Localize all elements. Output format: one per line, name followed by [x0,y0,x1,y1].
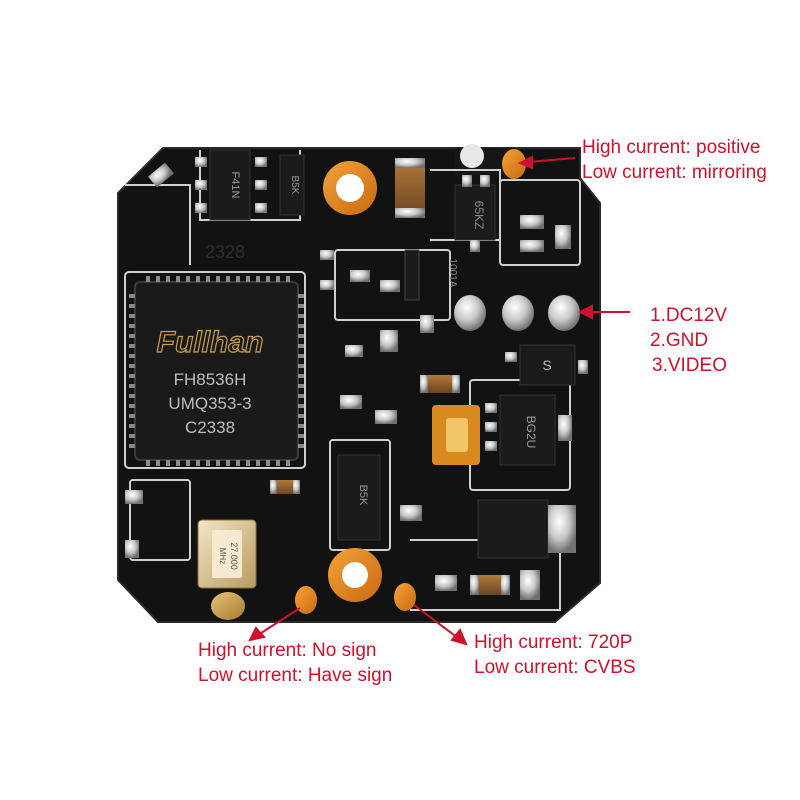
main-chip: Fullhan FH8536H UMQ353-3 C2338 [129,276,304,466]
transistor-top-code: 65KZ [472,201,486,230]
annotation-bottom-left-line1: High current: No sign [198,640,377,661]
regulator-code: 1001A [447,259,458,288]
top-ic-code: F41N [229,172,241,199]
annotation-bottom-left-line2: Low current: Have sign [198,665,393,686]
top-ic-side: B5K [279,154,305,216]
regulator-ic-code: BG2U [524,416,538,449]
transistor-top: 65KZ [454,175,496,252]
connector-pads [454,295,580,331]
annotation-bottom-right-line1: High current: 720P [474,632,633,653]
chip-lot: UMQ353-3 [168,394,251,413]
jumper-pad-bottom-right [394,583,416,611]
crystal-oscillator: 27.000 MHz [197,519,257,589]
annotation-bottom-left: High current: No sign Low current: Have … [198,638,392,688]
annotation-pin-3: 3.VIDEO [652,355,727,376]
right-small-ic-mark: S [542,357,551,373]
chip-brand: Fullhan [157,326,264,359]
annotation-top-right: High current: positive Low current: mirr… [582,135,767,185]
mount-hole-top [323,161,377,215]
annotation-pin-1: 1.DC12V [650,305,728,326]
bottom-right-diode [477,499,576,559]
transistor-bottom-code: B5K [357,485,369,506]
smd-components [125,158,571,600]
annotation-top-right-line1: High current: positive [582,137,761,158]
top-ic: F41N [195,149,267,221]
annotation-top-right-line2: Low current: mirroring [582,162,767,183]
annotation-pins: 1.DC12V 2.GND 3.VIDEO [650,303,727,378]
silkscreen-top-code: 2328 [205,242,245,262]
chip-date: C2338 [185,418,235,437]
crystal-frequency: 27.000 [229,542,239,570]
top-ic-side-code: B5K [289,176,300,195]
edge-pad-bottom-left [211,592,245,620]
annotation-arrows [248,155,630,646]
jumper-pad-bottom-left [295,586,317,614]
annotation-bottom-right-line2: Low current: CVBS [474,657,636,678]
transistor-bottom: B5K [337,454,381,541]
mount-hole-bottom [328,548,382,602]
annotation-pin-2: 2.GND [650,330,709,351]
annotation-bottom-right: High current: 720P Low current: CVBS [474,630,636,680]
tantalum-capacitor [432,405,480,465]
jumper-pad-top-ring [460,144,484,168]
chip-model: FH8536H [174,370,247,389]
jumper-pad-top [502,149,526,179]
regulator-ic: BG2U [485,394,572,466]
right-small-ic: S [505,344,588,386]
crystal-unit: MHz [218,548,227,564]
